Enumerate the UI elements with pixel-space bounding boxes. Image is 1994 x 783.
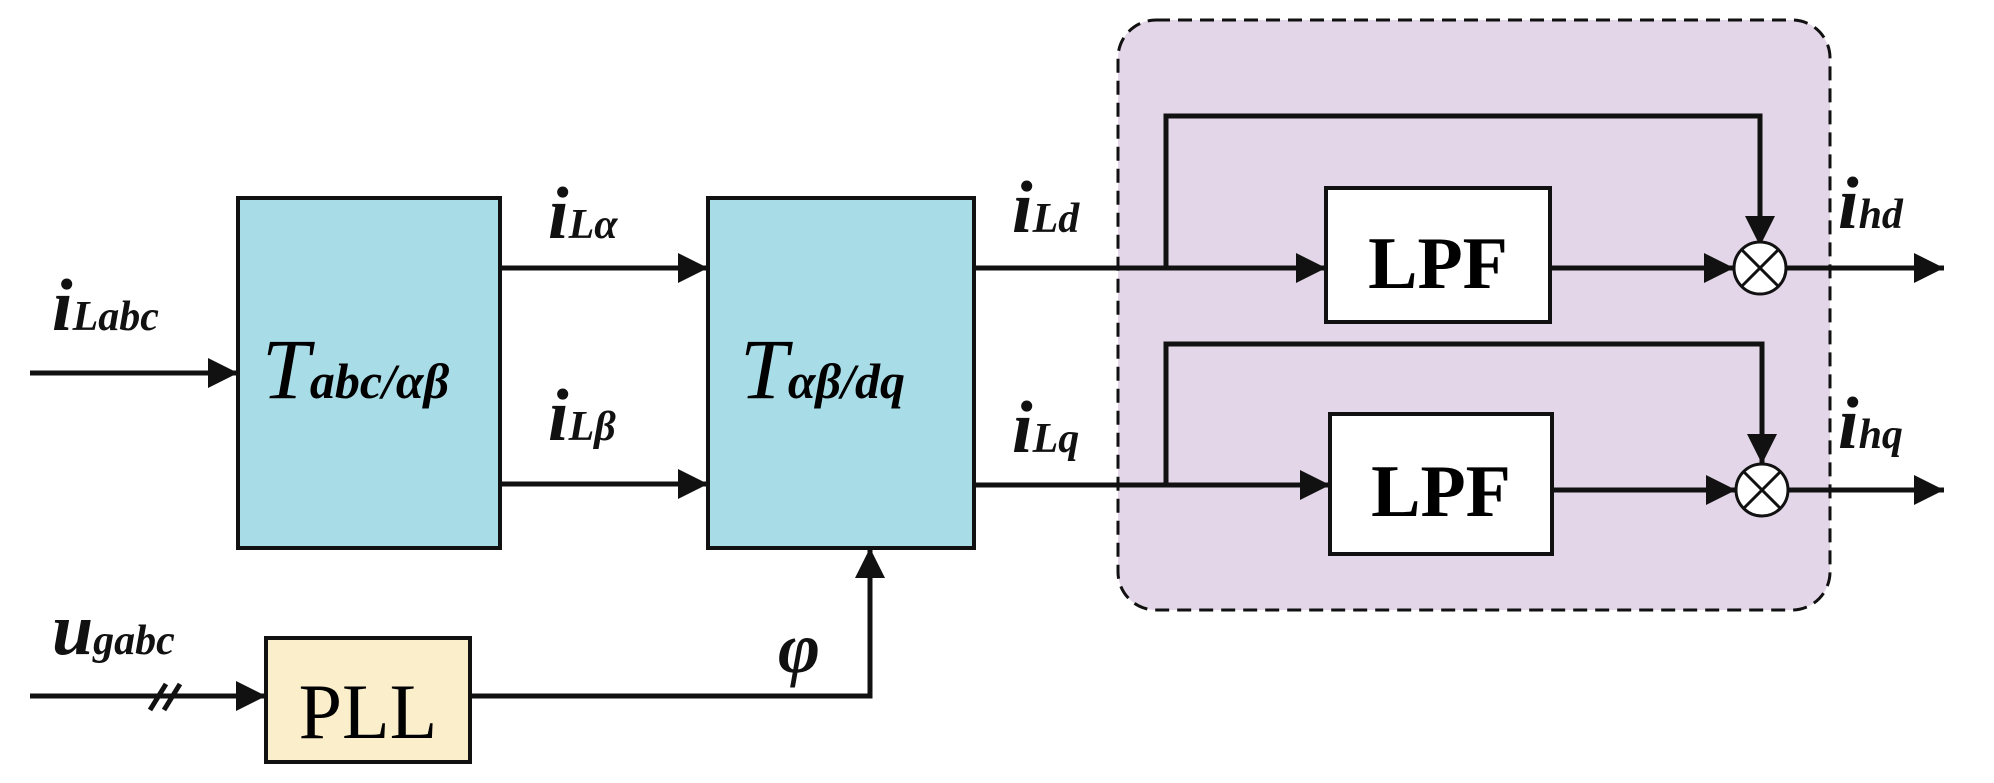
signal-phi-label: φ (778, 608, 820, 688)
signal-i-lq-label: iLq (1012, 387, 1079, 469)
transform-abc-alphabeta-label: Tabc/αβ (262, 321, 450, 417)
lq-bypass-wire (1163, 341, 1777, 485)
transform-abc-alphabeta-block (236, 196, 502, 550)
three-phase-tick-2 (161, 682, 183, 712)
multiplier-q-icon (1734, 462, 1790, 518)
transform-alphabeta-dq-block (706, 196, 976, 550)
pll-block (264, 636, 472, 764)
lpf-q-label: LPF (1371, 451, 1511, 533)
signal-u-gabc-label: ugabc (52, 589, 175, 671)
three-phase-tick-1 (147, 682, 169, 712)
lpf-d-label: LPF (1368, 223, 1508, 305)
lpf-q-block (1328, 412, 1554, 556)
signal-i-hq-label: ihq (1838, 383, 1903, 465)
ld-bypass-wire (1163, 113, 1775, 268)
signal-i-labc-label: iLabc (52, 265, 159, 347)
pll-label: PLL (299, 668, 438, 755)
signal-i-ld-label: iLd (1012, 167, 1080, 249)
signal-i-lbeta-label: iLβ (548, 375, 616, 457)
transform-alphabeta-dq-label: Tαβ/dq (740, 321, 905, 417)
signal-i-hd-label: ihd (1838, 163, 1904, 245)
lpf-d-block (1324, 186, 1552, 324)
phi-wire (470, 548, 885, 699)
multiplier-d-icon (1732, 240, 1788, 296)
signal-i-lalpha-label: iLα (548, 173, 618, 255)
